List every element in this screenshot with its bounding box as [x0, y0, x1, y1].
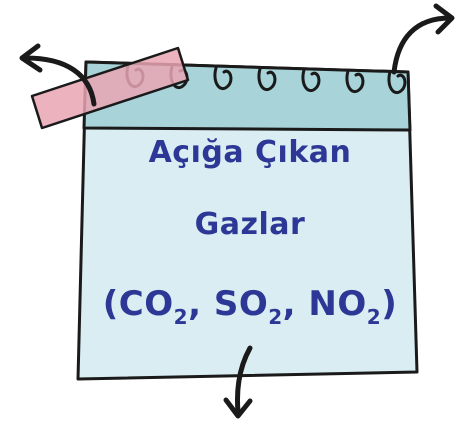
arrow-top-left — [19, 43, 97, 107]
arrow-bottom — [223, 345, 253, 419]
gas-formulas: (CO2, SO2, NO2) — [102, 284, 398, 329]
formula-co2: CO2, — [118, 284, 202, 329]
arrow-top-right — [391, 3, 455, 75]
formula-no2: NO2 — [308, 284, 382, 329]
note-title-line2: Gazlar — [194, 207, 306, 242]
formula-so2: SO2, — [213, 284, 297, 329]
note-title-line1: Açığa Çıkan — [148, 135, 352, 170]
tape-strip — [30, 46, 190, 130]
